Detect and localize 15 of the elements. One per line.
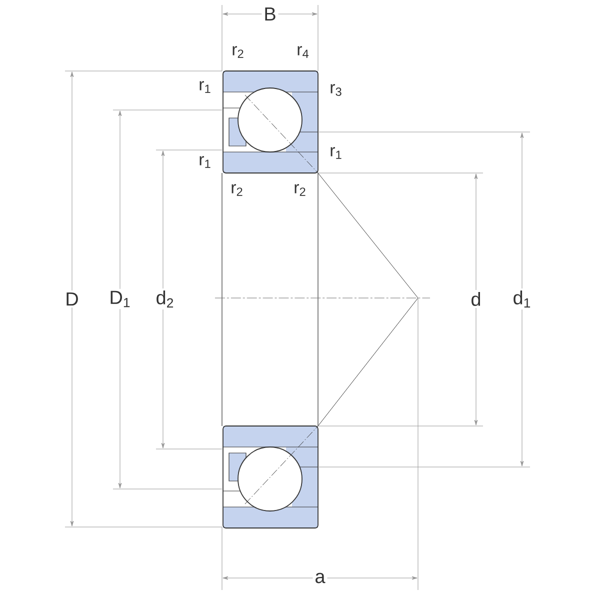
dimension-label: D <box>63 290 81 308</box>
dimension-label: a <box>312 570 328 586</box>
dimension-label: r$_{4}$ <box>298 46 309 58</box>
dimension-label: r$_{3}$ <box>330 84 342 96</box>
dimension-label: r$_{1}$ <box>200 81 210 93</box>
dimension-label: D$_{1}$ <box>107 288 133 310</box>
dimension-label: r$_{2}$ <box>232 46 244 58</box>
dimension-label: d$_{1}$ <box>510 288 534 310</box>
dimension-label: B <box>262 6 278 22</box>
dimension-label: r$_{2}$ <box>294 184 306 196</box>
dimension-label: r$_{1}$ <box>330 147 342 159</box>
dimension-label: r$_{1}$ <box>200 156 210 168</box>
dimension-label: d <box>468 290 484 308</box>
dimension-label: d$_{2}$ <box>154 288 176 310</box>
dimension-label: r$_{2}$ <box>232 184 242 196</box>
